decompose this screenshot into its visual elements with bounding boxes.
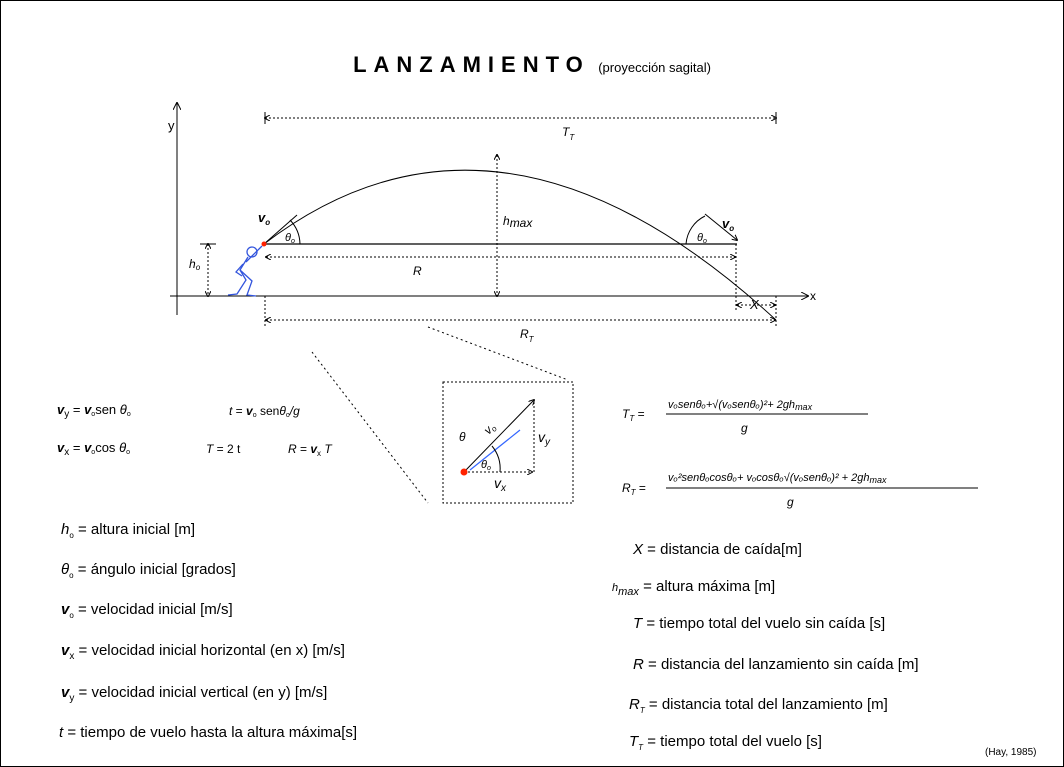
def-ho: ho = altura inicial [m] (61, 521, 196, 540)
eq-T: T = 2 t (206, 442, 241, 456)
theta-start-label: θo (285, 232, 295, 245)
y-axis-label: y (168, 118, 175, 133)
source-credit: (Hay, 1985) (985, 747, 1037, 758)
hmax-label: hmax (503, 214, 533, 230)
def-vy: vy = velocidad inicial vertical (en y) [… (61, 684, 328, 704)
trajectory-curve (263, 169, 777, 321)
r-label: R (413, 264, 422, 278)
svg-text:TT =: TT = (622, 407, 645, 423)
formula-rt-denominator: g (787, 495, 794, 509)
tt-label: TT (562, 125, 575, 142)
inset-vx-label: vx (494, 475, 507, 494)
x-label: X (749, 297, 760, 312)
vo-end-label: vo (722, 216, 734, 233)
inset-theta-label: θ (459, 430, 466, 444)
title-main: LANZAMIENTO (353, 52, 590, 77)
def-vx: vx = velocidad inicial horizontal (en x)… (61, 642, 345, 662)
eq-t: t = vo senθo/g (229, 404, 300, 419)
def-theta-o: θo = ángulo inicial [grados] (61, 561, 236, 580)
theta-end-label: θo (697, 232, 707, 245)
def-t: t = tiempo de vuelo hasta la altura máxi… (59, 724, 358, 741)
thrower-figure (227, 245, 263, 297)
formula-rt: RT = vₒ²senθₒcosθₒ+ vₒcosθₒ√(vₒsenθₒ)² +… (622, 472, 978, 509)
eq-R: R = vx T (288, 442, 333, 458)
release-point (261, 241, 267, 247)
def-RT: RT = distancia total del lanzamiento [m] (629, 696, 888, 715)
eq-vy: vy = vosen θo (57, 402, 131, 420)
def-T: T = tiempo total del vuelo sin caída [s] (633, 615, 886, 632)
x-axis-label: x (810, 289, 816, 303)
formula-rt-numerator: vₒ²senθₒcosθₒ+ vₒcosθₒ√(vₒsenθₒ)² + 2ghm… (668, 472, 887, 485)
velocity-equations: vy = vosen θo t = vo senθo/g vx = vocos … (57, 402, 333, 458)
inset-theta-o-label: θo (481, 459, 491, 472)
rt-label: RT (520, 327, 535, 344)
inset-vy-label: vy (538, 429, 551, 448)
ho-label: ho (189, 257, 201, 272)
inset-vo-label: vo (481, 420, 499, 438)
formula-tt-numerator: vₒsenθₒ+√(vₒsenθₒ)²+ 2ghmax (668, 399, 813, 412)
def-x: X = distancia de caída[m] (633, 541, 802, 558)
formula-tt-denominator: g (741, 421, 748, 435)
velocity-inset-box (442, 381, 574, 504)
inset-vo-vector (463, 400, 534, 473)
vo-start-label: vo (258, 210, 270, 227)
title-subtitle: (proyección sagital) (598, 60, 711, 75)
def-vo: vo = velocidad inicial [m/s] (61, 601, 233, 620)
svg-text:RT =: RT = (622, 481, 646, 497)
def-TT: TT = tiempo total del vuelo [s] (629, 733, 822, 752)
eq-vx: vx = vocos θo (57, 440, 130, 458)
formula-tt: TT = vₒsenθₒ+√(vₒsenθₒ)²+ 2ghmax g (622, 399, 868, 435)
slide-title: LANZAMIENTO (proyección sagital) (0, 52, 1064, 78)
def-R: R = distancia del lanzamiento sin caída … (633, 656, 919, 673)
def-hmax: hmax = altura máxima [m] (612, 578, 776, 598)
